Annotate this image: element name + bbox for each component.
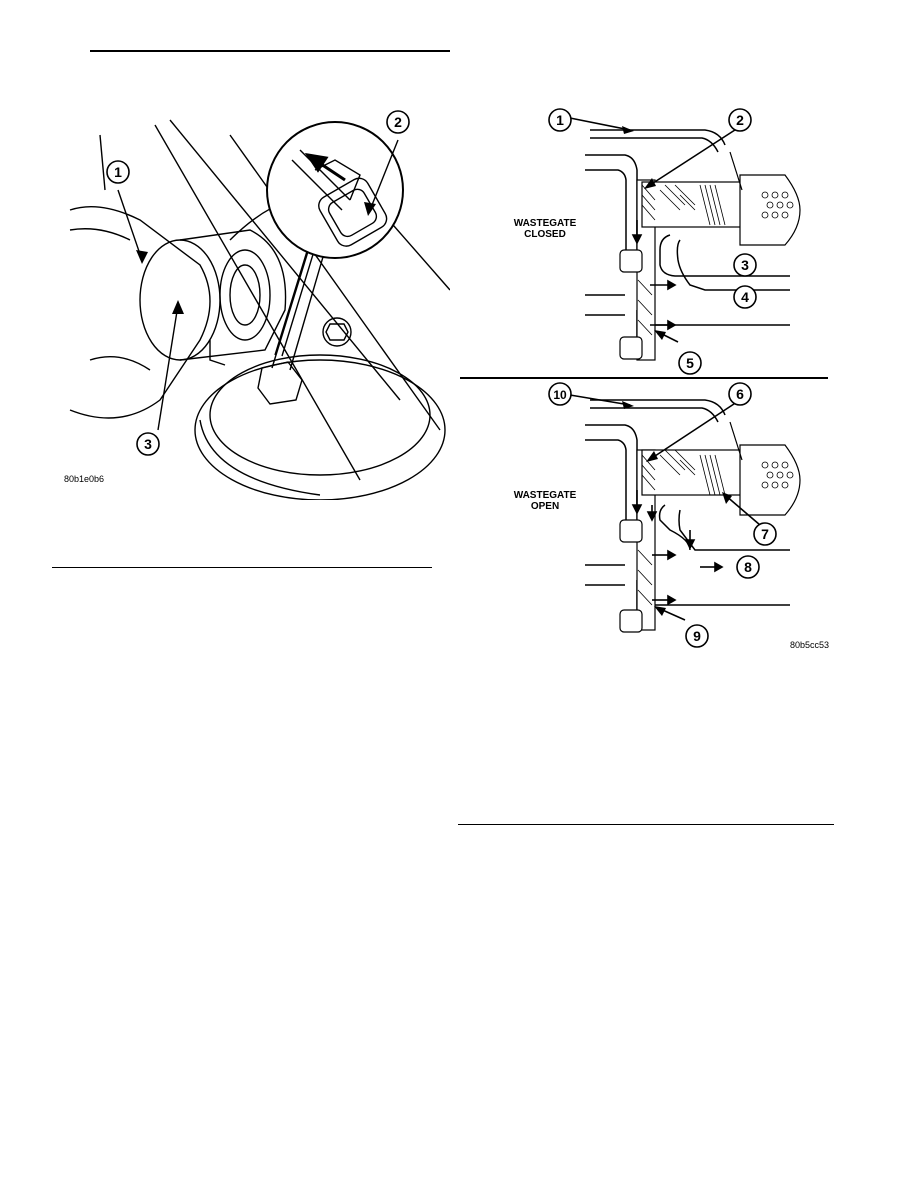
wastegate-closed-line1: WASTEGATE — [513, 218, 577, 229]
top-left-rule — [90, 50, 450, 52]
right-illustration — [580, 100, 820, 660]
r-callout-9: 9 — [693, 628, 701, 644]
callout-circle-r3 — [733, 253, 757, 277]
wastegate-open-label: WASTEGATE OPEN — [500, 490, 590, 512]
callout-circle-r10 — [548, 382, 572, 406]
left-figure-code: 80b1e0b6 — [64, 474, 105, 484]
callout-circle-r8 — [736, 555, 760, 579]
r-callout-3: 3 — [741, 257, 749, 273]
callout-circle-r2 — [728, 108, 752, 132]
callout-circle-r4 — [733, 285, 757, 309]
callout-circle-r9 — [685, 624, 709, 648]
r-callout-7: 7 — [761, 526, 769, 542]
right-figure-divider-rule — [460, 377, 828, 379]
callout-circle-3 — [136, 432, 160, 456]
callout-circle-2 — [386, 110, 410, 134]
r-callout-1: 1 — [556, 112, 564, 128]
callout-circle-r5 — [678, 351, 702, 375]
wastegate-open-line2: OPEN — [530, 501, 560, 512]
callout-circle-r7 — [753, 522, 777, 546]
r-callout-6: 6 — [736, 386, 744, 402]
r-callout-8: 8 — [744, 559, 752, 575]
callout-circle-r1 — [548, 108, 572, 132]
callout-3: 3 — [144, 436, 152, 452]
r-callout-4: 4 — [741, 289, 749, 305]
right-bottom-rule — [458, 824, 834, 825]
right-callouts-overlay: 1 2 3 4 5 6 7 8 9 10 — [548, 108, 777, 648]
r-callout-5: 5 — [686, 355, 694, 371]
callout-circle-r6 — [728, 382, 752, 406]
left-illustration: 1 2 3 — [60, 100, 451, 501]
r-callout-2: 2 — [736, 112, 744, 128]
r-callout-10: 10 — [553, 388, 567, 402]
callout-circle-1 — [106, 160, 130, 184]
wastegate-closed-label: WASTEGATE CLOSED — [500, 218, 590, 240]
callout-1: 1 — [114, 164, 122, 180]
left-figure-bottom-rule — [52, 567, 432, 568]
wastegate-closed-line2: CLOSED — [524, 229, 566, 240]
callout-2: 2 — [394, 114, 402, 130]
left-illustration-drawing: 1 2 3 — [69, 110, 451, 501]
right-figure-code: 80b5cc53 — [790, 640, 830, 650]
right-illustration-drawing — [585, 129, 801, 633]
wastegate-open-line1: WASTEGATE — [513, 490, 577, 501]
